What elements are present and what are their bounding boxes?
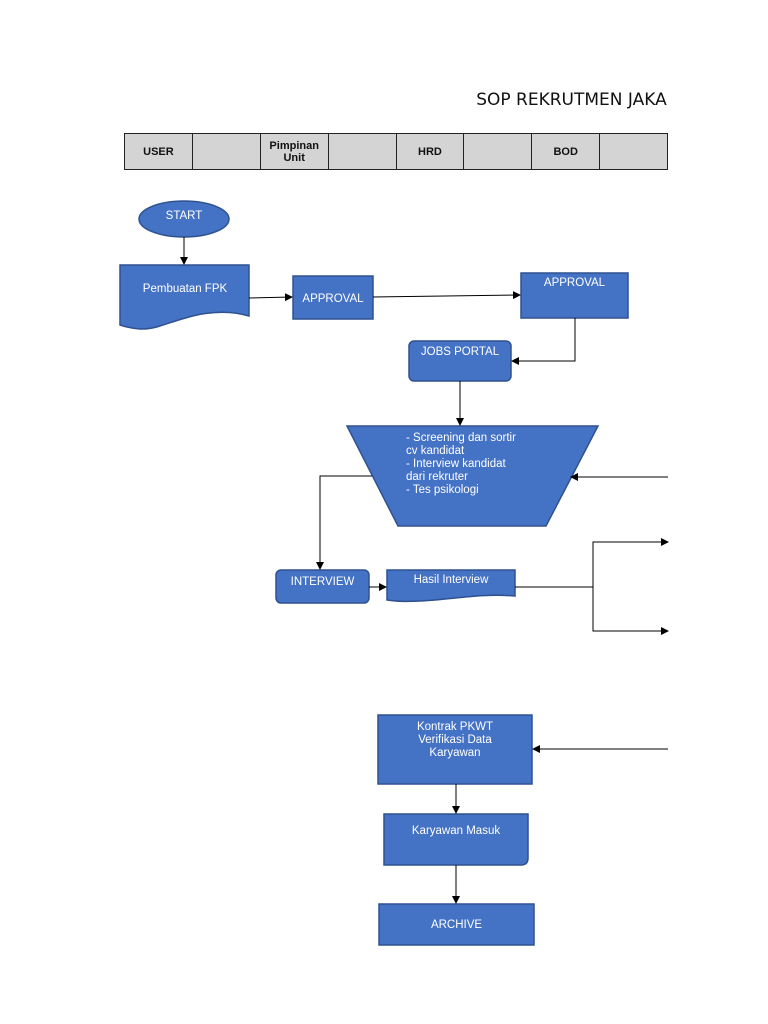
connector-fpk-approval1 [248, 293, 293, 302]
fpk-label: Pembuatan FPK [142, 283, 228, 295]
archive-label: ARCHIVE [430, 919, 483, 931]
lane-blank [191, 133, 261, 170]
lane-blank [463, 133, 533, 170]
lane-blank [599, 133, 668, 170]
karyawan-masuk-label: Karyawan Masuk [411, 825, 501, 837]
approval2-label: APPROVAL [543, 277, 606, 289]
approval1-label: APPROVAL [302, 293, 364, 305]
approval-bod-box [520, 272, 629, 319]
screening-label: - Screening dan sortir cv kandidat - Int… [406, 432, 516, 496]
lane-blank [327, 133, 397, 170]
connector-branch-upper [592, 538, 669, 587]
page-title: SOP REKRUTMEN JAKARTA [476, 90, 668, 110]
start-label: START [165, 210, 203, 222]
archive-box [378, 903, 535, 946]
title-clip: SOP REKRUTMEN JAKARTA [400, 88, 668, 118]
kontrak-box [377, 714, 533, 785]
screening-trapezoid [345, 425, 600, 527]
interview-label: INTERVIEW [290, 576, 355, 588]
hasil-interview-label: Hasil Interview [413, 574, 489, 586]
swimlane-header: USER Pimpinan Unit HRD BOD [124, 133, 668, 170]
approval-pimpinan-box [292, 275, 374, 320]
lane-hrd: HRD [395, 133, 465, 170]
connector-branch-lower [592, 587, 669, 635]
lane-bod: BOD [531, 133, 601, 170]
jobs-portal-label: JOBS PORTAL [420, 346, 500, 358]
fpk-document-shape [119, 264, 250, 330]
kontrak-label: Kontrak PKWT Verifikasi Data Karyawan [416, 721, 494, 759]
connector-approval1-approval2 [372, 291, 521, 300]
connector-approval2-jobs [511, 318, 576, 365]
hasil-interview-document-shape [386, 569, 516, 603]
karyawan-masuk-shape [383, 813, 529, 866]
lane-pimpinan-unit: Pimpinan Unit [259, 133, 329, 170]
connector-screening-interview [316, 475, 372, 570]
